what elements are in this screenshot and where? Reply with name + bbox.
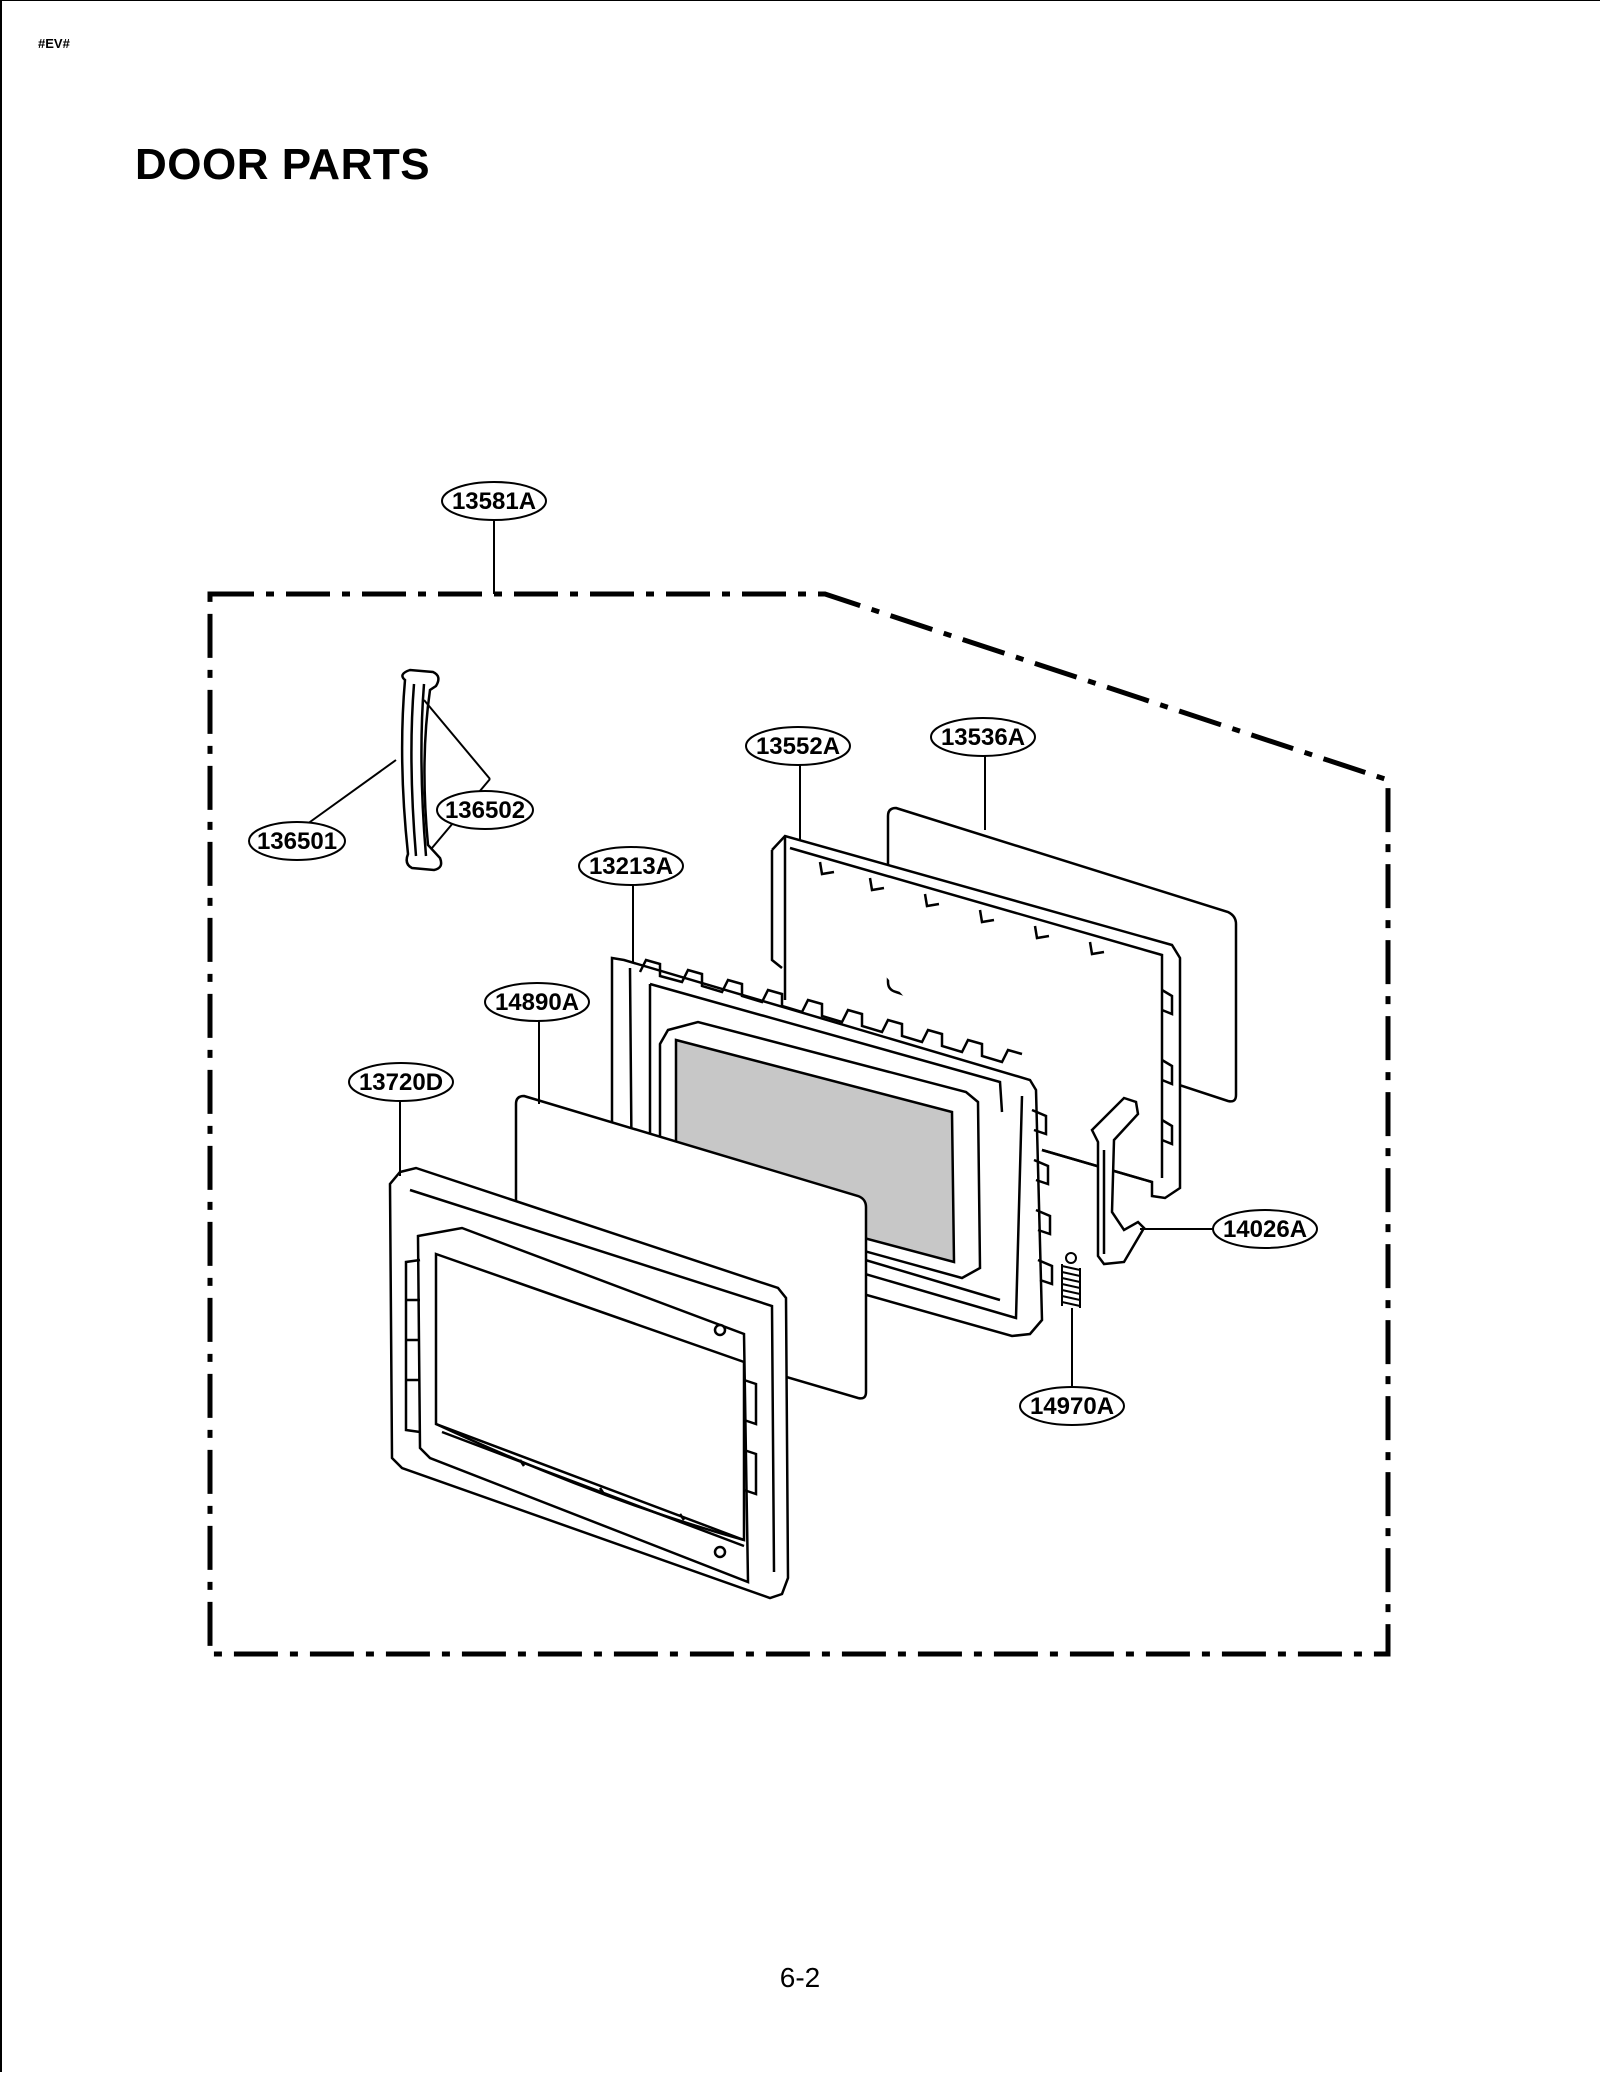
callout-label: 13552A	[756, 733, 840, 760]
handle-part-icon	[400, 668, 443, 872]
page-title: DOOR PARTS	[135, 140, 431, 189]
document-code: #EV#	[38, 36, 70, 51]
callout-14890A: 14890A	[484, 982, 590, 1022]
callout-label: 136502	[445, 797, 525, 824]
callout-label: 13720D	[359, 1069, 443, 1096]
spring-part-icon	[1061, 1252, 1081, 1308]
callout-14026A: 14026A	[1212, 1209, 1318, 1249]
callout-13581A: 13581A	[441, 481, 547, 521]
latch-part-icon	[1090, 1096, 1146, 1266]
front-frame-part-icon	[388, 1166, 790, 1600]
callout-136502: 136502	[436, 790, 534, 830]
callout-136501: 136501	[248, 821, 346, 861]
page-number: 6-2	[779, 1962, 821, 1993]
callout-label: 14970A	[1030, 1393, 1114, 1420]
callout-label: 13581A	[452, 488, 536, 515]
callout-label: 13213A	[589, 853, 673, 880]
callout-13720D: 13720D	[348, 1062, 454, 1102]
assembly-boundary	[207, 591, 1391, 1657]
callout-label: 14026A	[1223, 1216, 1307, 1243]
callout-13213A: 13213A	[578, 846, 684, 886]
callout-label: 136501	[257, 828, 337, 855]
callout-14970A: 14970A	[1019, 1386, 1125, 1426]
callout-label: 13536A	[941, 724, 1025, 751]
callout-13536A: 13536A	[930, 717, 1036, 757]
choke-cover-part-icon	[770, 834, 1182, 1200]
callout-label: 14890A	[495, 989, 579, 1016]
callout-13552A: 13552A	[745, 726, 851, 766]
